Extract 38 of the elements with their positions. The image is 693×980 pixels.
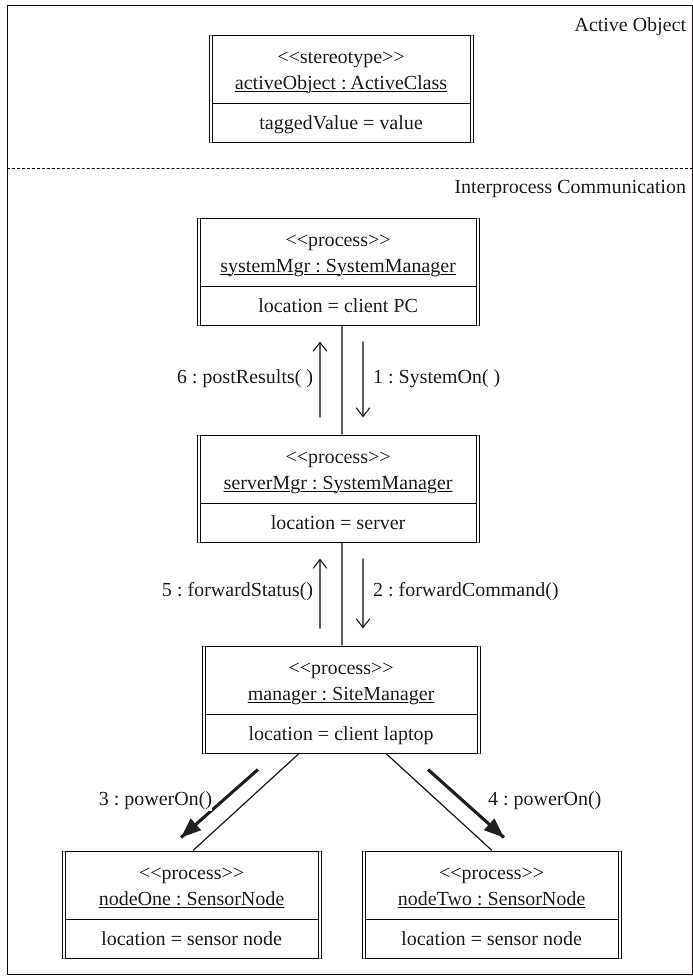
stereotype-label: <<process>> [438, 860, 546, 886]
object-box [202, 646, 480, 754]
stereotype-label: <<process>> [287, 656, 395, 680]
link-line [192, 752, 300, 852]
stereotype-label: <<stereotype>> [276, 44, 406, 70]
object-box [362, 850, 622, 958]
link-line [341, 542, 343, 646]
message-arrow [312, 558, 328, 628]
message-arrow [355, 342, 371, 418]
object-name: activeObject : ActiveClass [234, 70, 448, 96]
message-arrow [355, 558, 371, 628]
object-name: nodeTwo : SensorNode [396, 886, 586, 912]
attribute-text: location = client laptop [247, 722, 435, 746]
link-line [341, 326, 343, 434]
object-name: manager : SiteManager [246, 682, 436, 706]
object-box [196, 434, 480, 542]
object-name: nodeOne : SensorNode [98, 886, 286, 912]
attribute-text: location = sensor node [100, 926, 283, 952]
object-name: serverMgr : SystemManager [222, 470, 454, 496]
stereotype-label: <<process>> [284, 228, 392, 252]
message-arrow [312, 342, 328, 418]
diagram-section [7, 5, 693, 169]
section-title: Active Object [574, 14, 686, 37]
object-box [62, 850, 322, 958]
message-arrow [180, 768, 260, 839]
link-line [386, 752, 492, 852]
attribute-text: location = sensor node [400, 926, 583, 952]
stereotype-label: <<process>> [138, 860, 246, 886]
object-box [208, 34, 474, 142]
section-title: Interprocess Communication [454, 176, 686, 199]
attribute-text: location = server [270, 510, 406, 536]
diagram-section [7, 168, 693, 975]
attribute-text: taggedValue = value [258, 110, 424, 136]
object-name: systemMgr : SystemManager [219, 254, 457, 278]
message-arrow [426, 768, 506, 839]
stereotype-label: <<process>> [284, 444, 392, 470]
object-box [196, 218, 480, 326]
attribute-text: location = client PC [257, 294, 419, 318]
